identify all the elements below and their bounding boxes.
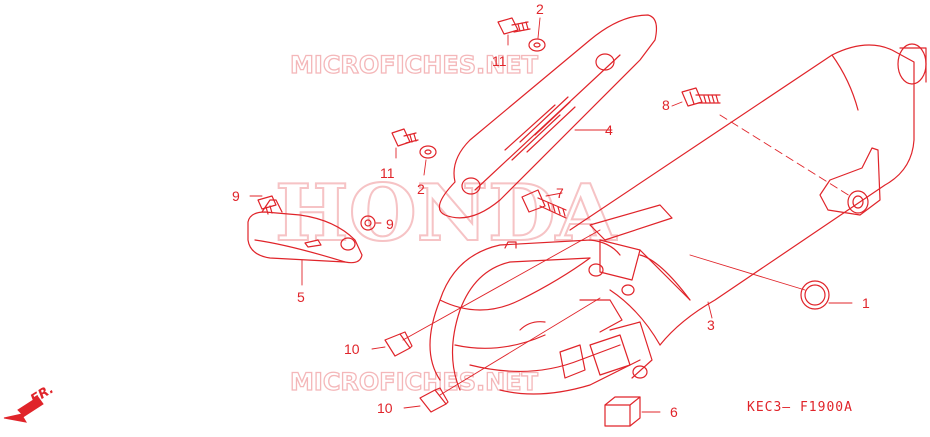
bolt-7 bbox=[521, 189, 567, 219]
callout-2-top: 2 bbox=[536, 1, 544, 17]
callout-10-upper: 10 bbox=[344, 341, 360, 357]
callout-9-right: 9 bbox=[386, 216, 394, 232]
cap-nut-10-upper bbox=[384, 331, 413, 357]
callout-6: 6 bbox=[670, 404, 678, 420]
bolt-11-mid bbox=[391, 128, 419, 147]
callout-11-top: 11 bbox=[492, 53, 507, 69]
muffler-protector bbox=[247, 199, 363, 264]
front-direction-arrow: FR. bbox=[3, 382, 57, 423]
cap-nut-10-lower bbox=[419, 387, 449, 413]
callout-2-mid: 2 bbox=[417, 181, 425, 197]
callout-10-lower: 10 bbox=[377, 400, 393, 416]
nut-9 bbox=[360, 215, 376, 231]
rubber-mount-6 bbox=[604, 396, 641, 427]
muffler-bracket bbox=[819, 147, 881, 216]
callout-7: 7 bbox=[556, 185, 564, 201]
screw-9 bbox=[257, 195, 277, 215]
callout-4: 4 bbox=[605, 122, 613, 138]
pipe-joint bbox=[579, 204, 673, 379]
washer-2-mid bbox=[419, 145, 437, 159]
watermark-bottom: MICROFICHES.NET bbox=[290, 368, 539, 396]
callout-3: 3 bbox=[707, 317, 715, 333]
heat-shield bbox=[438, 14, 658, 219]
muffler bbox=[569, 43, 927, 346]
washer-2-top bbox=[528, 38, 546, 52]
bolt-11-top bbox=[497, 17, 531, 35]
exhaust-pipe bbox=[429, 239, 641, 395]
leader-lines bbox=[249, 17, 853, 413]
callout-8: 8 bbox=[662, 97, 670, 113]
callout-1: 1 bbox=[862, 295, 870, 311]
bolt-8 bbox=[681, 87, 721, 107]
callout-9-left: 9 bbox=[232, 188, 240, 204]
watermark-honda: HONDA bbox=[275, 168, 618, 259]
callout-11-mid: 11 bbox=[380, 165, 395, 181]
gasket-1 bbox=[800, 280, 830, 310]
diagram-code: KEC3— F1900A bbox=[747, 400, 853, 415]
watermark-top: MICROFICHES.NET bbox=[290, 51, 539, 79]
callout-5: 5 bbox=[297, 289, 305, 305]
